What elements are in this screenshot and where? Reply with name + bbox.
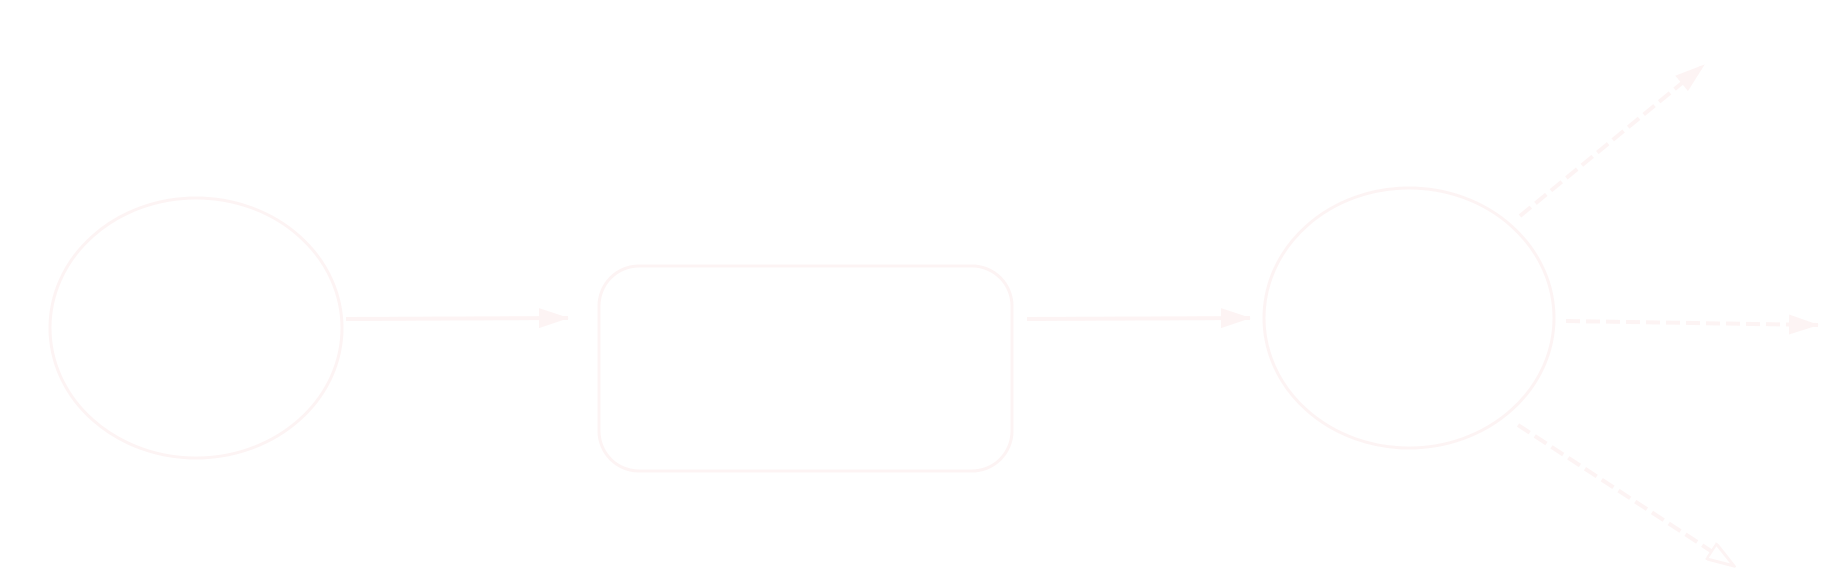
edge-hub-to-right xyxy=(1565,314,1819,335)
edge-process-to-hub xyxy=(1026,308,1251,329)
edge-hub-to-lower-right xyxy=(1516,423,1734,566)
process-node[interactable] xyxy=(597,264,1014,473)
hub-node[interactable] xyxy=(1262,186,1556,450)
source-node[interactable] xyxy=(48,196,344,460)
edge-source-to-process xyxy=(345,308,569,329)
edge-hub-to-upper-right xyxy=(1518,63,1706,218)
